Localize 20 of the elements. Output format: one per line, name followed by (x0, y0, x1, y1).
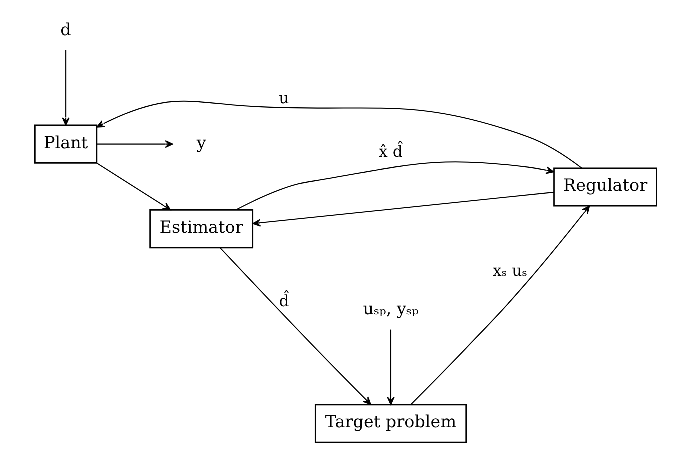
node-box: Regulator (553, 168, 657, 207)
arrow (96, 162, 171, 211)
edge-label: u (278, 88, 289, 108)
node-text: y (196, 132, 206, 152)
node-box: Estimator (149, 210, 254, 249)
arrow (62, 50, 70, 126)
edge-label: x̂ d̂ (378, 142, 402, 161)
arrow (252, 192, 554, 227)
arrow (220, 248, 371, 406)
arrow (96, 140, 173, 148)
edge-label: d̂ (278, 292, 289, 311)
arrow (96, 100, 582, 169)
node-box: Target problem (314, 404, 467, 444)
arrow (386, 330, 394, 406)
node-text: uₛₚ, yₛₚ (362, 298, 418, 319)
node-text: d (60, 19, 71, 40)
arrow (235, 162, 554, 211)
edge-label: xₛ uₛ (492, 261, 528, 280)
arrow (410, 206, 590, 406)
node-box: Plant (34, 124, 98, 164)
